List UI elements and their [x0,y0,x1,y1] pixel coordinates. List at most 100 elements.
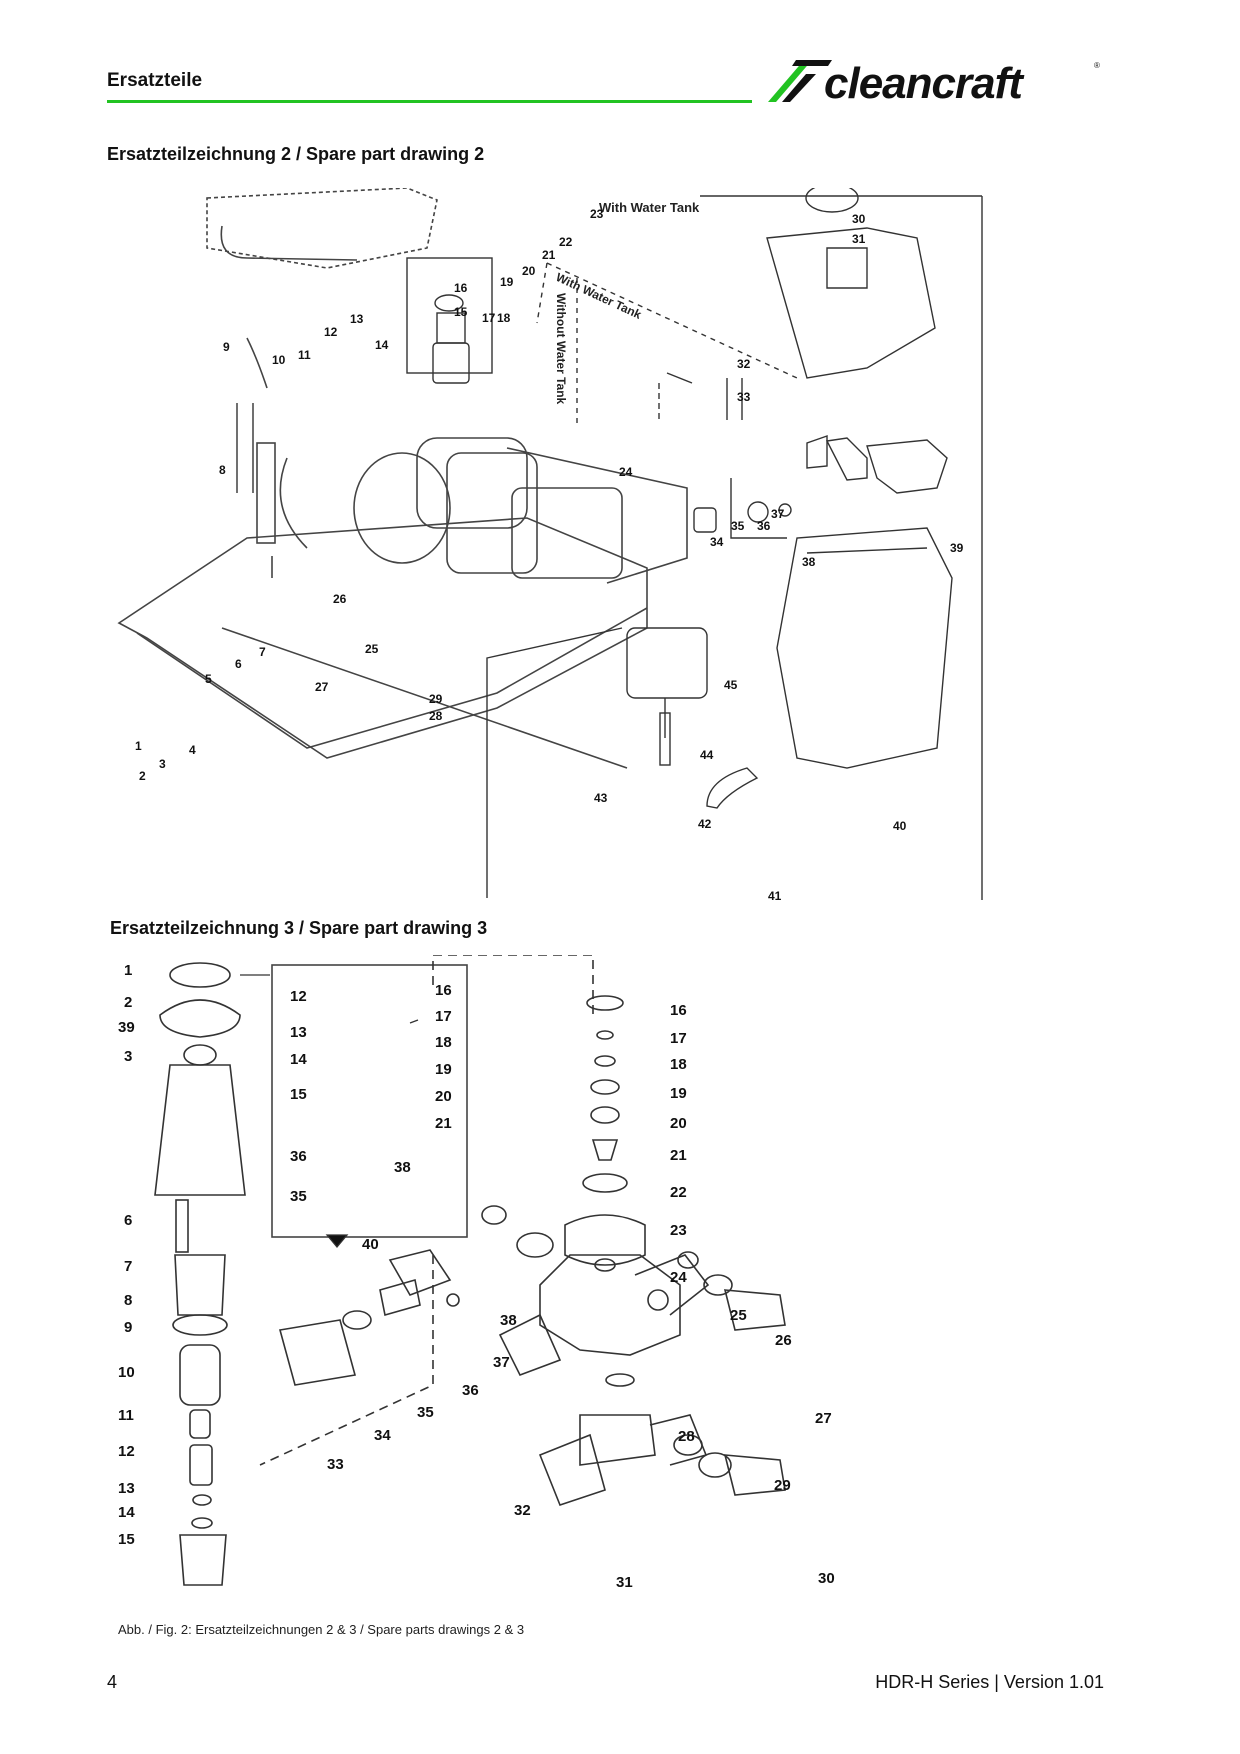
callout: 2 [139,769,146,783]
callout: 44 [700,748,714,762]
callout: 1 [124,962,132,979]
callout: 12 [324,325,338,339]
callout: 13 [290,1024,307,1041]
spare-part-drawing-3: 1 2 39 3 6 7 8 9 10 11 12 13 14 15 12 13… [118,955,835,1591]
callout: 16 [435,982,452,999]
logo-mark-icon [768,60,832,102]
callout: 21 [542,248,556,262]
callout: 31 [852,232,866,246]
callout: 1 [135,739,142,753]
callout: 38 [802,555,816,569]
callout: 5 [205,672,212,686]
callout: 39 [118,1019,135,1036]
drawing-2-title: Ersatzteilzeichnung 2 / Spare part drawi… [107,144,485,164]
callout: 17 [482,311,496,325]
callout: 37 [771,507,785,521]
callout: 20 [435,1088,452,1105]
callout: 12 [118,1443,135,1460]
callout: 40 [893,819,907,833]
callout: 18 [435,1034,452,1051]
callout: 21 [670,1147,687,1164]
callout: 36 [462,1382,479,1399]
callout: 45 [724,678,738,692]
callout: 23 [670,1222,687,1239]
callout: 43 [594,791,608,805]
callout: 10 [118,1364,135,1381]
callout: 34 [374,1427,391,1444]
callout: 9 [124,1319,132,1336]
callout: 27 [315,680,329,694]
callout: 27 [815,1410,832,1427]
callout: 29 [429,692,443,706]
callout: 18 [497,311,511,325]
callout: 11 [118,1407,134,1424]
callout: 38 [394,1159,411,1176]
callout: 37 [493,1354,510,1371]
callout: 28 [429,709,443,723]
figure-caption: Abb. / Fig. 2: Ersatzteilzeichnungen 2 &… [118,1622,525,1637]
callout: 36 [757,519,771,533]
callout: 17 [435,1008,452,1025]
callout: 11 [298,348,311,362]
callout: 7 [124,1258,132,1275]
header-rule [107,100,752,103]
callout: 17 [670,1030,687,1047]
callout: 2 [124,994,132,1011]
callout: 19 [500,275,514,289]
callout: 10 [272,353,286,367]
callout: 3 [159,757,166,771]
callout: 16 [454,281,468,295]
callout: 30 [852,212,866,226]
callout: 8 [124,1292,132,1309]
callout: 13 [118,1480,135,1497]
callout: 35 [290,1188,307,1205]
callout: 15 [454,305,468,319]
document-version: HDR-H Series | Version 1.01 [875,1672,1104,1692]
callout: 34 [710,535,724,549]
callout: 33 [327,1456,344,1473]
callout: 41 [768,889,782,900]
callout: 21 [435,1115,452,1132]
callout: 22 [670,1184,687,1201]
callout: 38 [500,1312,517,1329]
drawing-3-callouts: 1 2 39 3 6 7 8 9 10 11 12 13 14 15 12 13… [118,962,835,1591]
drawing-3-title: Ersatzteilzeichnung 3 / Spare part drawi… [110,918,488,938]
callout: 14 [118,1504,135,1521]
callout: 6 [124,1212,132,1229]
callout: 9 [223,340,230,354]
callout: 29 [774,1477,791,1494]
callout: 3 [124,1048,132,1065]
callout: 19 [670,1085,687,1102]
callout: 35 [731,519,745,533]
page-number: 4 [107,1672,118,1692]
callout: 25 [365,642,379,656]
callout: 26 [775,1332,792,1349]
callout: 20 [522,264,536,278]
callout: 25 [730,1307,747,1324]
callout: 22 [559,235,573,249]
drawing-2-callouts: 1 2 3 4 5 6 7 8 9 10 11 12 13 14 15 16 1… [135,207,964,900]
callout: 19 [435,1061,452,1078]
callout: 42 [698,817,712,831]
without-water-tank-label: Without Water Tank [554,293,568,405]
callout: 4 [189,743,196,757]
callout: 28 [678,1428,695,1445]
callout: 24 [670,1269,687,1286]
callout: 7 [259,645,266,659]
callout: 12 [290,988,307,1005]
callout: 30 [818,1570,835,1587]
callout: 26 [333,592,347,606]
callout: 16 [670,1002,687,1019]
callout: 14 [290,1051,307,1068]
callout: 8 [219,463,226,477]
logo-wordmark: cleancraft [824,59,1025,106]
callout: 33 [737,390,751,404]
with-water-tank-label: With Water Tank [599,200,700,215]
callout: 20 [670,1115,687,1132]
callout: 31 [616,1574,633,1591]
callout: 24 [619,465,633,479]
callout: 14 [375,338,389,352]
spare-part-drawing-2: With Water Tank With Water Tank Without … [117,188,983,900]
cleancraft-logo: cleancraft ® [768,59,1100,106]
callout: 23 [590,207,604,221]
